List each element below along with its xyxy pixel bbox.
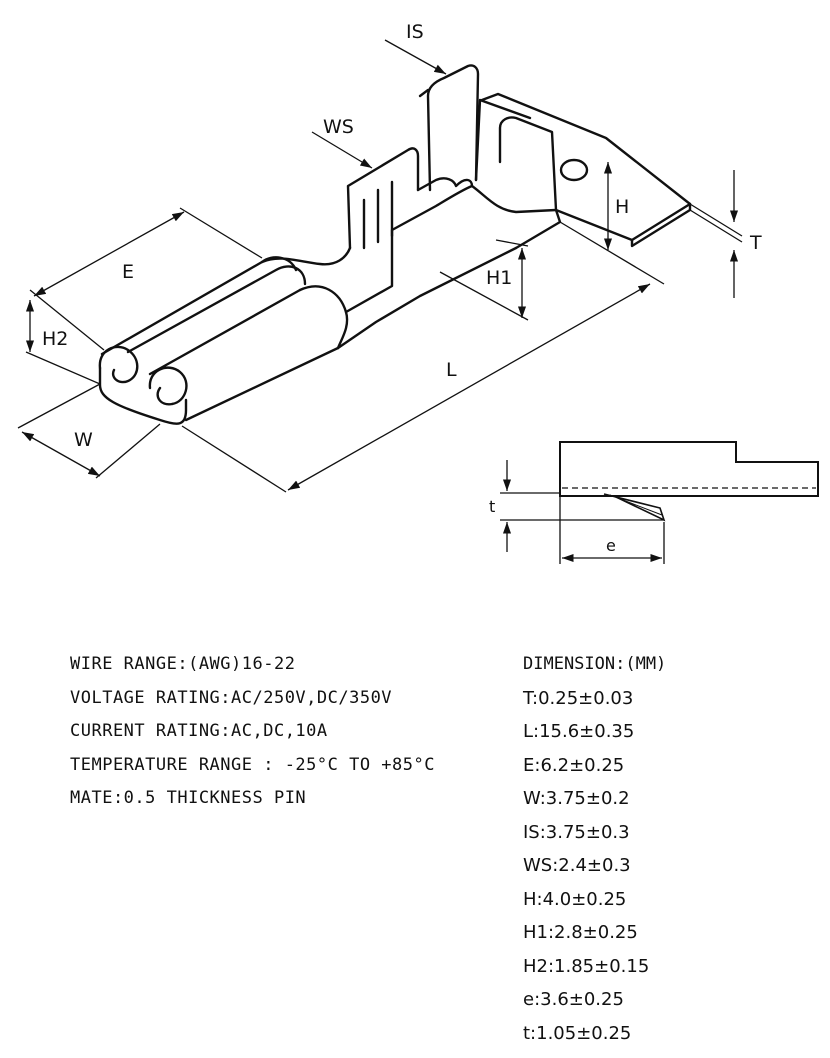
ws-wing-left <box>346 147 420 250</box>
dimension-w: W:3.75±0.2 <box>523 788 630 809</box>
spec-mate: MATE:0.5 THICKNESS PIN <box>70 788 307 808</box>
dimension-is: IS:3.75±0.3 <box>523 821 630 843</box>
side-view-lance-mid <box>609 494 663 516</box>
back-tab-side <box>630 202 692 248</box>
tab-hole <box>559 158 589 182</box>
barrel-front-curl-right <box>148 366 188 406</box>
dimension-h: H:4.0±0.25 <box>523 888 627 910</box>
barrel-front-outline <box>98 366 188 425</box>
is-lower-curve <box>470 184 558 214</box>
ws-wing-right <box>416 177 474 192</box>
electrical-specifications: WIRE RANGE:(AWG)16-22 VOLTAGE RATING:AC/… <box>70 648 435 816</box>
h1-extension <box>439 271 529 321</box>
side-view <box>559 441 819 522</box>
e-extension-left <box>29 289 105 351</box>
spec-temperature-range: TEMPERATURE RANGE : -25°C TO +85°C <box>70 754 435 775</box>
transition-lower <box>336 246 518 350</box>
label-w: W <box>74 429 93 451</box>
h1-extension-top <box>495 239 529 247</box>
l-dim <box>287 283 651 491</box>
side-view-body <box>559 441 819 497</box>
label-t-small: t <box>489 497 495 516</box>
terminal-technical-drawing: IS WS E H2 H T H1 L W t e <box>17 21 819 564</box>
t-extension-a <box>689 203 743 237</box>
side-view-lance <box>603 493 666 522</box>
label-l: L <box>446 359 457 381</box>
label-e: E <box>122 261 134 283</box>
is-wing <box>426 64 480 192</box>
back-tab <box>480 92 692 242</box>
dimension-header: DIMENSION:(MM) <box>523 654 667 674</box>
dimension-lines <box>17 39 743 493</box>
h2-extension <box>25 351 101 385</box>
label-h2: H2 <box>42 328 68 350</box>
label-h1: H1 <box>486 267 512 289</box>
w-extension-left <box>17 383 101 429</box>
is-leader <box>384 39 447 75</box>
dimension-e-small: e:3.6±0.25 <box>523 989 624 1010</box>
transition-neck <box>260 246 352 266</box>
dimension-h2: H2:1.85±0.15 <box>523 955 650 977</box>
label-ws: WS <box>323 116 354 138</box>
dimension-e: E:6.2±0.25 <box>523 754 625 776</box>
dimension-ws: WS:2.4±0.3 <box>523 855 631 876</box>
label-t: T <box>749 232 762 254</box>
ws-inner-edge <box>344 184 474 314</box>
l-extension-right <box>559 221 665 285</box>
is-wing-edge <box>418 88 430 98</box>
dimension-l: L:15.6±0.35 <box>523 721 635 742</box>
w-extension-right <box>95 423 161 479</box>
dimension-h1: H1:2.8±0.25 <box>523 922 638 943</box>
w-dim <box>21 431 101 477</box>
dimension-table: DIMENSION:(MM) T:0.25±0.03 L:15.6±0.35 E… <box>523 648 666 1050</box>
spec-wire-range: WIRE RANGE:(AWG)16-22 <box>70 654 296 674</box>
terminal-isometric-view <box>98 64 692 425</box>
is-base <box>474 98 532 182</box>
label-h: H <box>615 196 629 218</box>
spec-voltage-rating: VOLTAGE RATING:AC/250V,DC/350V <box>70 687 393 708</box>
e-dim <box>33 211 185 297</box>
dimension-t: T:0.25±0.03 <box>523 687 634 709</box>
barrel-top-edge-right <box>148 288 302 376</box>
t-extension-b <box>689 209 743 243</box>
barrel-top-edge-left <box>100 260 264 356</box>
barrel-middle-edge <box>126 265 307 354</box>
dimension-t-small: t:1.05±0.25 <box>523 1022 632 1044</box>
barrel-bottom-edge <box>184 346 340 422</box>
ws-leader <box>311 131 373 169</box>
label-e-small: e <box>606 536 616 555</box>
is-right-wing <box>498 116 558 212</box>
e-extension-right <box>179 207 263 259</box>
back-tab-front <box>514 208 562 250</box>
spec-current-rating: CURRENT RATING:AC,DC,10A <box>70 721 328 741</box>
label-is: IS <box>406 21 424 43</box>
side-view-dimensions <box>500 460 665 564</box>
transition-body <box>298 285 349 350</box>
l-extension-left <box>181 425 287 493</box>
